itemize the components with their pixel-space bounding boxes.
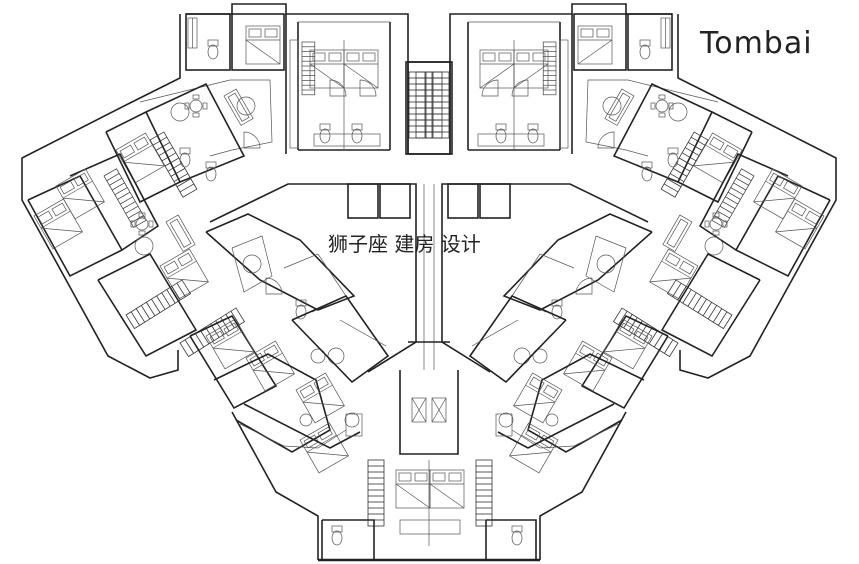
shaft-left-a <box>347 183 379 219</box>
courtyard-left <box>209 183 417 373</box>
shaft-right-a <box>447 183 479 219</box>
brand-title: Tombai <box>700 26 813 61</box>
designer-signature: 狮子座 建房 设计 <box>328 232 481 256</box>
shaft-right-b <box>479 183 511 219</box>
bottom-core <box>399 370 459 455</box>
plan-wing-left <box>22 4 450 560</box>
courtyard-right <box>441 183 649 373</box>
plan-wing-right <box>408 4 836 560</box>
shaft-left-b <box>379 183 411 219</box>
